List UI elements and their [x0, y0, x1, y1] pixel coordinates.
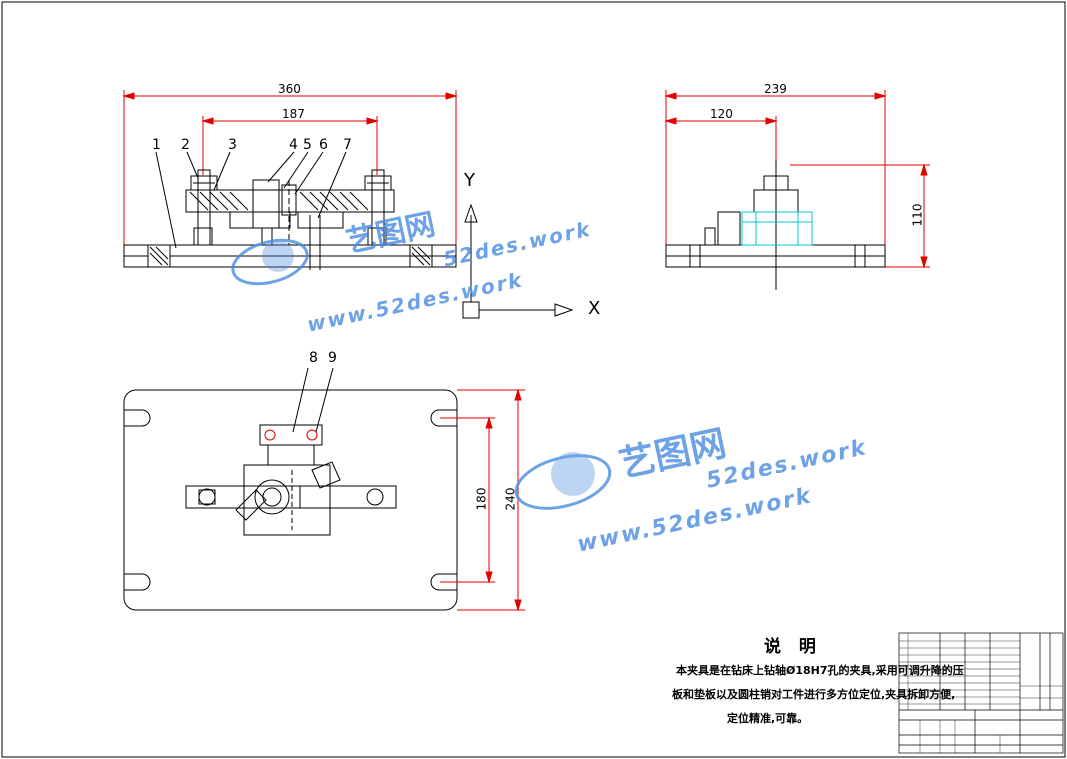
watermark-logo — [231, 238, 612, 510]
front-balloon-leaders — [155, 151, 347, 249]
balloon-7: 7 — [343, 137, 352, 153]
balloon-9: 9 — [328, 350, 337, 366]
dim-120: 120 — [710, 107, 733, 121]
coordinate-axes — [462, 203, 574, 319]
side-hidden-lines — [741, 211, 813, 246]
dim-239: 239 — [764, 82, 787, 96]
top-view — [123, 367, 525, 612]
balloon-3: 3 — [228, 137, 237, 153]
side-view — [664, 90, 930, 290]
dim-187: 187 — [282, 107, 305, 121]
axis-y-label: Y — [464, 170, 475, 191]
balloon-1: 1 — [152, 137, 161, 153]
dim-240: 240 — [503, 487, 518, 511]
front-view — [122, 90, 458, 270]
balloon-2: 2 — [181, 137, 190, 153]
title-block — [898, 632, 1064, 754]
balloon-6: 6 — [319, 137, 328, 153]
notes-line-1: 本夹具是在钻床上钻轴Ø18H7孔的夹具,采用可调升降的压 — [676, 664, 964, 677]
dim-110: 110 — [910, 203, 925, 227]
balloon-5: 5 — [303, 137, 312, 153]
balloon-4: 4 — [289, 137, 298, 153]
balloon-8: 8 — [309, 350, 318, 366]
dim-360: 360 — [278, 82, 301, 96]
notes-title: 说 明 — [764, 637, 822, 657]
dim-180: 180 — [474, 487, 489, 511]
axis-x-label: X — [588, 298, 601, 319]
notes-line-2: 板和垫板以及圆柱销对工件进行多方位定位,夹具拆卸方便, — [672, 688, 956, 701]
notes-line-3: 定位精准,可靠。 — [727, 712, 809, 725]
